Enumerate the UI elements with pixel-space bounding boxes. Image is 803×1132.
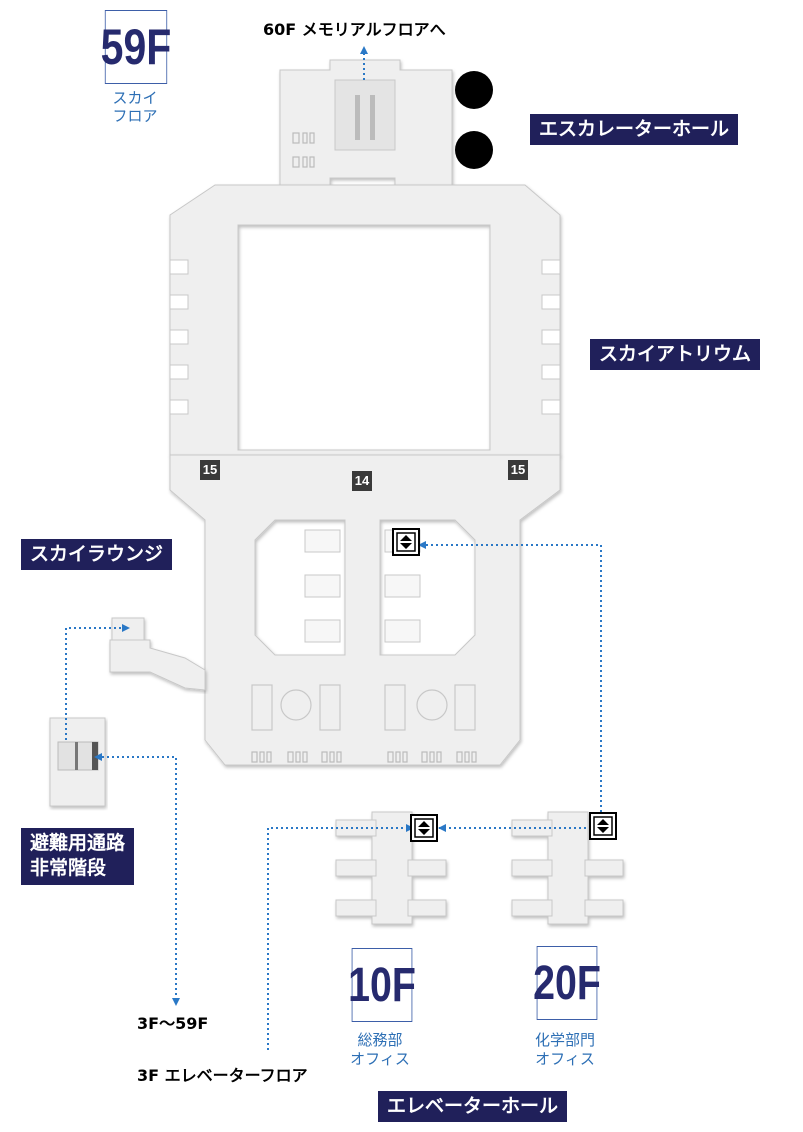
floor-badge-20f: 20F [533, 946, 601, 1020]
floor-20f-name-line2: オフィス [535, 1050, 595, 1068]
floor-badge-10f: 10F [348, 948, 416, 1022]
floor-10f-name-line1: 総務部 [357, 1031, 403, 1049]
room-number-left: 15 [200, 460, 220, 480]
floor-59f-name-line1: スカイ [112, 89, 158, 107]
lounge-connector [109, 617, 206, 691]
area-emergency-stairs: 避難用通路 非常階段 [21, 828, 135, 885]
area-sky-atrium: スカイアトリウム [590, 339, 761, 370]
elevator-updown-icon[interactable] [410, 814, 438, 842]
stairs-range-label: 3F～59F [137, 1014, 209, 1033]
escalator-dot-icon [455, 131, 493, 169]
sky-lounge-block [169, 454, 561, 766]
elevator-updown-icon[interactable] [392, 528, 420, 556]
route-arrowheads [94, 46, 446, 1006]
area-sky-lounge: スカイラウンジ [21, 539, 173, 570]
elevator-floor-label: 3F エレベーターフロア [137, 1066, 308, 1085]
floor-20f-name-line1: 化学部門 [534, 1031, 595, 1049]
elevator-updown-icon[interactable] [589, 812, 617, 840]
floor-badge-59f: 59F [101, 10, 171, 84]
route-lines [65, 52, 602, 1050]
room-number-right: 15 [508, 460, 528, 480]
floor-10f-name-line2: オフィス [350, 1050, 410, 1068]
floor-59f-name-line2: フロア [112, 107, 158, 125]
office-20f-block [511, 811, 624, 925]
emergency-line1: 避難用通路 [30, 832, 126, 854]
room-number-center: 14 [352, 471, 372, 491]
escalator-dot-icon [455, 71, 493, 109]
memorial-floor-link-label[interactable]: 60F メモリアルフロアへ [263, 20, 446, 39]
sky-atrium-frame [169, 184, 561, 456]
emergency-line2: 非常階段 [30, 857, 107, 879]
area-escalator-hall: エスカレーターホール [530, 114, 739, 145]
area-elevator-hall: エレベーターホール [378, 1091, 568, 1122]
